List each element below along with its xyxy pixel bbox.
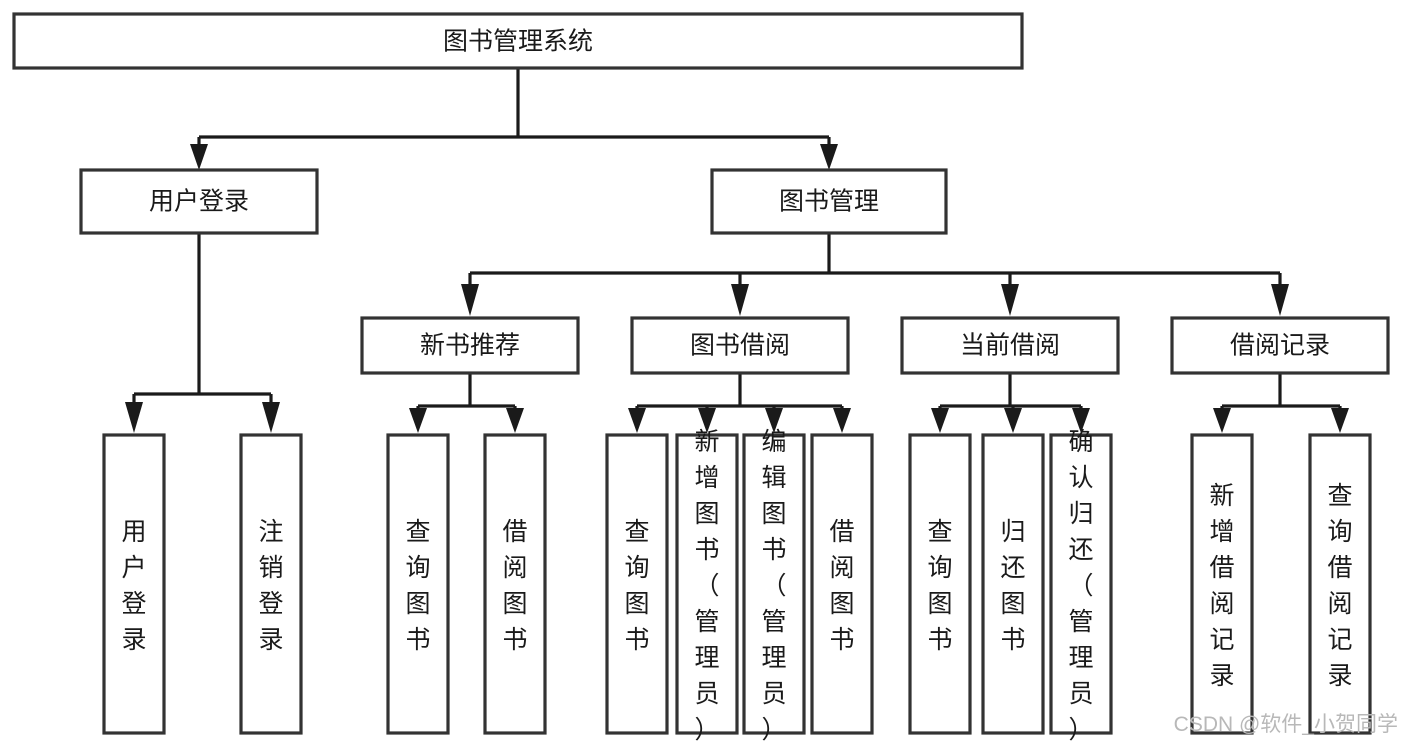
node-leaf-user-login-box[interactable] [102,433,166,735]
arrow-to-leaf-user-logout [262,402,280,433]
arrow-to-leaf-edit-book [765,408,783,433]
node-leaf-query-record-label: 查询借阅记录 [1327,482,1352,690]
node-new-book-recommend-box[interactable] [360,316,580,375]
node-current-borrow[interactable]: 当前借阅 [900,316,1120,375]
arrow-to-book-manage [820,144,838,170]
node-new-book-recommend[interactable]: 新书推荐 [360,316,580,375]
arrow-to-current-borrow [1001,284,1019,316]
arrow-to-leaf-query-book-1 [409,408,427,433]
node-leaf-query-book-3[interactable]: 查询图书 [908,433,972,735]
node-leaf-add-book-label: 新增图书（管理员） [694,428,719,744]
arrow-to-borrow-record [1271,284,1289,316]
node-leaf-edit-book-label: 编辑图书（管理员） [761,428,786,744]
node-leaf-confirm-return-label: 确认归还（管理员） [1068,428,1093,744]
node-leaf-add-book[interactable]: 新增图书（管理员） [675,428,739,744]
arrow-to-leaf-add-book [698,408,716,433]
arrow-to-leaf-add-record [1213,408,1231,433]
node-leaf-edit-book-box[interactable] [742,433,806,735]
node-leaf-add-record-box[interactable] [1190,433,1254,735]
node-current-borrow-box[interactable] [900,316,1120,375]
node-leaf-query-book-1-box[interactable] [386,433,450,735]
node-leaf-add-record-label: 新增借阅记录 [1209,482,1234,690]
arrow-to-leaf-borrow-book-1 [506,408,524,433]
node-leaf-add-record[interactable]: 新增借阅记录 [1190,433,1254,735]
node-leaf-query-book-2-label: 查询图书 [624,518,649,654]
arrow-to-leaf-return-book [1004,408,1022,433]
arrow-to-user-login [190,144,208,170]
node-root-label: 图书管理系统 [443,28,593,56]
arrow-to-leaf-query-record [1331,408,1349,433]
node-leaf-query-book-1-label: 查询图书 [405,518,430,654]
node-leaf-query-book-3-box[interactable] [908,433,972,735]
node-borrow-record-label: 借阅记录 [1230,332,1330,360]
node-user-login[interactable]: 用户登录 [79,168,319,235]
node-book-borrow-label: 图书借阅 [690,332,790,360]
node-leaf-query-book-2[interactable]: 查询图书 [605,433,669,735]
arrow-to-book-borrow [731,284,749,316]
node-leaf-borrow-book-1[interactable]: 借阅图书 [483,433,547,735]
arrow-to-new-book-recommend [461,284,479,316]
node-leaf-borrow-book-2-label: 借阅图书 [829,518,854,654]
node-leaf-query-book-2-box[interactable] [605,433,669,735]
node-leaf-query-record-box[interactable] [1308,433,1372,735]
node-book-manage-label: 图书管理 [779,188,879,216]
node-leaf-edit-book[interactable]: 编辑图书（管理员） [742,428,806,744]
node-leaf-return-book-box[interactable] [981,433,1045,735]
node-leaf-user-logout[interactable]: 注销登录 [239,433,303,735]
node-leaf-add-book-box[interactable] [675,433,739,735]
arrow-to-leaf-confirm-return [1072,408,1090,433]
node-leaf-borrow-book-1-box[interactable] [483,433,547,735]
node-new-book-recommend-label: 新书推荐 [420,332,520,360]
node-borrow-record-box[interactable] [1170,316,1390,375]
leaf-nodes-group: 用户登录 注销登录 查询图书 借阅图书 查询图书 新增图书（管理员） [102,428,1372,744]
node-leaf-user-login-label: 用户登录 [121,518,146,654]
node-leaf-borrow-book-1-label: 借阅图书 [502,518,527,654]
arrow-to-leaf-query-book-2 [628,408,646,433]
node-leaf-borrow-book-2-box[interactable] [810,433,874,735]
node-leaf-confirm-return[interactable]: 确认归还（管理员） [1049,428,1113,744]
node-leaf-query-book-1[interactable]: 查询图书 [386,433,450,735]
csdn-watermark: CSDN @软件_小贺同学 [1174,713,1398,736]
arrow-to-leaf-user-login [125,402,143,433]
node-user-login-label: 用户登录 [149,188,249,216]
node-root-box[interactable] [12,12,1024,70]
node-leaf-query-record[interactable]: 查询借阅记录 [1308,433,1372,735]
node-user-login-box[interactable] [79,168,319,235]
node-book-manage-box[interactable] [710,168,948,235]
node-root[interactable]: 图书管理系统 [12,12,1024,70]
node-book-borrow-box[interactable] [630,316,850,375]
node-leaf-borrow-book-2[interactable]: 借阅图书 [810,433,874,735]
node-book-borrow[interactable]: 图书借阅 [630,316,850,375]
node-book-manage[interactable]: 图书管理 [710,168,948,235]
node-leaf-user-logout-label: 注销登录 [258,518,283,654]
node-current-borrow-label: 当前借阅 [960,332,1060,360]
node-leaf-return-book[interactable]: 归还图书 [981,433,1045,735]
node-leaf-confirm-return-box[interactable] [1049,433,1113,735]
node-leaf-user-login[interactable]: 用户登录 [102,433,166,735]
arrow-to-leaf-query-book-3 [931,408,949,433]
node-leaf-user-logout-box[interactable] [239,433,303,735]
node-borrow-record[interactable]: 借阅记录 [1170,316,1390,375]
node-leaf-return-book-label: 归还图书 [1000,518,1025,654]
arrow-to-leaf-borrow-book-2 [833,408,851,433]
edge-group [125,68,1349,433]
node-leaf-query-book-3-label: 查询图书 [927,518,952,654]
